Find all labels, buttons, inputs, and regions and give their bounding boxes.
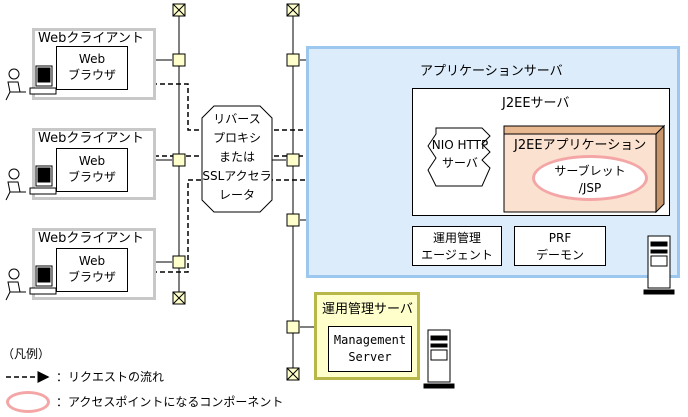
web-browser-3: Web ブラウザ (56, 248, 128, 292)
request-flow-3 (128, 174, 424, 273)
web-client-3-title: Webクライアント (38, 231, 144, 246)
port-left-2 (172, 153, 186, 167)
legend-request-flow: ：リクエストの流れ (56, 370, 165, 384)
servlet-jsp: サーブレット /JSP (532, 155, 648, 201)
web-browser-2: Web ブラウザ (56, 148, 128, 192)
j2ee-application-title: J2EEアプリケーション (514, 138, 647, 153)
reverse-proxy: リバース プロキシ または SSLアクセラ レータ (202, 112, 272, 202)
legend-heading: （凡例） (2, 347, 51, 361)
j2ee-server-title: J2EEサーバ (502, 96, 570, 111)
management-server-inner: Management Server (328, 326, 412, 372)
nio-http-server: NIO HTTP サーバ (431, 138, 489, 170)
port-right-1 (286, 53, 300, 67)
management-agent: 運用管理 エージェント (412, 226, 502, 266)
port-right-2 (286, 153, 300, 167)
port-left-3 (172, 255, 186, 269)
web-browser-1: Web ブラウザ (56, 46, 128, 90)
server-tower-icon (423, 329, 455, 389)
legend-access-point-ring (6, 391, 50, 413)
port-right-4 (286, 320, 300, 334)
port-left-1 (172, 53, 186, 67)
server-tower-icon (643, 235, 675, 295)
application-server-title: アプリケーションサーバ (420, 64, 563, 79)
management-server-title: 運用管理サーバ (322, 302, 413, 317)
user-pc-icon (5, 265, 57, 301)
legend-access-point: ：アクセスポイントになるコンポーネント (56, 395, 284, 409)
web-client-1-title: Webクライアント (38, 31, 144, 46)
web-client-2-title: Webクライアント (38, 131, 144, 146)
user-pc-icon (5, 65, 57, 101)
prf-daemon: PRF デーモン (514, 226, 606, 266)
port-right-3 (286, 213, 300, 227)
user-pc-icon (5, 165, 57, 201)
